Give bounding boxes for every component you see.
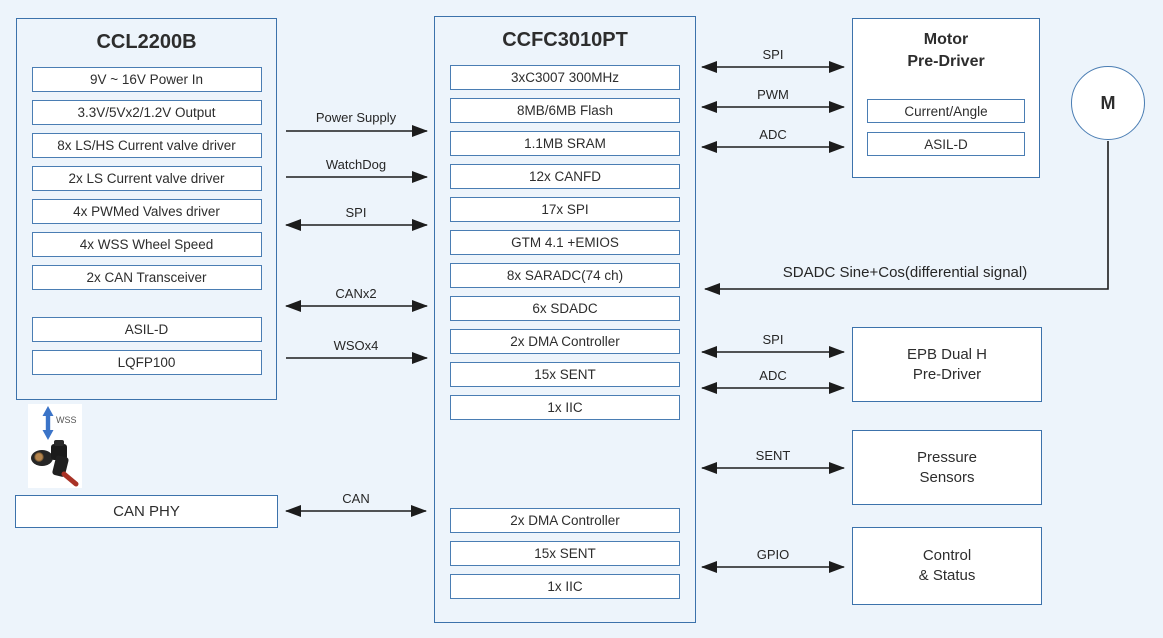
motor-feature: Current/Angle: [867, 99, 1025, 123]
can-phy-label: CAN PHY: [113, 503, 180, 520]
ccl2200b-feature: 2x LS Current valve driver: [31, 166, 262, 191]
ccfc3010pt-feature: 8MB/6MB Flash: [450, 98, 680, 123]
epb-line2: Pre-Driver: [912, 365, 982, 383]
motor-symbol-circle: M: [1071, 66, 1145, 140]
ccfc3010pt-feature: 3xC3007 300MHz: [450, 65, 680, 90]
ccfc3010pt-panel: CCFC3010PT 3xC3007 300MHz 8MB/6MB Flash …: [434, 16, 696, 623]
ccfc3010pt-feature: 15x SENT: [450, 362, 680, 387]
connection-label: WatchDog: [325, 157, 387, 172]
motor-title-line2: Pre-Driver: [907, 53, 985, 70]
wss-double-arrow-icon: [42, 406, 54, 440]
control-status-box: Control & Status: [852, 527, 1042, 605]
ccl2200b-feature: 8x LS/HS Current valve driver: [31, 133, 262, 158]
ccl2200b-feature: 2x CAN Transceiver: [31, 265, 262, 290]
pressure-sensors-box: Pressure Sensors: [852, 430, 1042, 505]
wss-sensor-illustration: WSS: [31, 406, 79, 487]
ccfc3010pt-feature: 17x SPI: [450, 197, 680, 222]
ccfc3010pt-feature: 8x SARADC(74 ch): [450, 263, 680, 288]
wss-sensor-image: WSS: [28, 404, 82, 488]
ccl2200b-feature: 9V ~ 16V Power In: [31, 67, 262, 92]
motor-pre-driver-title: Motor Pre-Driver: [853, 29, 1039, 73]
connection-label: Power Supply: [315, 110, 397, 125]
can-phy-box: CAN PHY: [15, 495, 278, 528]
connection-label: GPIO: [756, 547, 790, 562]
epb-line1: EPB Dual H: [906, 345, 988, 363]
connection-label: ADC: [759, 127, 787, 142]
control-line1: Control: [922, 547, 972, 564]
connection-label: SENT: [755, 448, 791, 463]
connection-label: CANx2: [335, 286, 377, 301]
connection-label: CAN: [342, 491, 370, 506]
ccfc3010pt-feature: GTM 4.1 +EMIOS: [450, 230, 680, 255]
ccl2200b-feature: 4x WSS Wheel Speed: [31, 232, 262, 257]
ccfc3010pt-feature: 15x SENT: [450, 541, 680, 566]
ccfc3010pt-feature: 1.1MB SRAM: [450, 131, 680, 156]
motor-symbol-letter: M: [1100, 92, 1116, 113]
connection-label: ADC: [759, 368, 787, 383]
epb-pre-driver-box: EPB Dual H Pre-Driver: [852, 327, 1042, 402]
ccl2200b-feature: 4x PWMed Valves driver: [31, 199, 262, 224]
connection-label: SDADC Sine+Cos(differential signal): [782, 264, 1028, 281]
motor-pre-driver-box: Motor Pre-Driver Current/Angle ASIL-D: [852, 18, 1040, 178]
connection-label: SPI: [762, 47, 784, 62]
connection-label: WSOx4: [333, 338, 379, 353]
motor-title-line1: Motor: [923, 31, 969, 48]
motor-feature: ASIL-D: [867, 132, 1025, 156]
ccl2200b-title: CCL2200B: [96, 31, 197, 53]
connection-label: SPI: [762, 332, 784, 347]
connection-label: SPI: [345, 205, 367, 220]
ccfc3010pt-feature: 2x DMA Controller: [450, 508, 680, 533]
control-line2: & Status: [918, 567, 976, 584]
ccfc3010pt-feature: 12x CANFD: [450, 164, 680, 189]
ccfc3010pt-feature: 2x DMA Controller: [450, 329, 680, 354]
ccfc3010pt-feature: 1x IIC: [450, 395, 680, 420]
ccfc3010pt-title: CCFC3010PT: [502, 29, 628, 51]
wss-sensor-body: [31, 440, 79, 487]
ccl2200b-panel: CCL2200B 9V ~ 16V Power In 3.3V/5Vx2/1.2…: [16, 18, 277, 400]
connection-label: PWM: [757, 87, 789, 102]
ccl2200b-asil-badge: ASIL-D: [31, 317, 262, 342]
ccl2200b-package-badge: LQFP100: [31, 350, 262, 375]
ccl2200b-feature: 3.3V/5Vx2/1.2V Output: [31, 100, 262, 125]
pressure-line1: Pressure: [916, 448, 978, 466]
ccfc3010pt-feature: 6x SDADC: [450, 296, 680, 321]
wss-text: WSS: [56, 415, 77, 425]
pressure-line2: Sensors: [919, 468, 975, 486]
ccfc3010pt-feature: 1x IIC: [450, 574, 680, 599]
